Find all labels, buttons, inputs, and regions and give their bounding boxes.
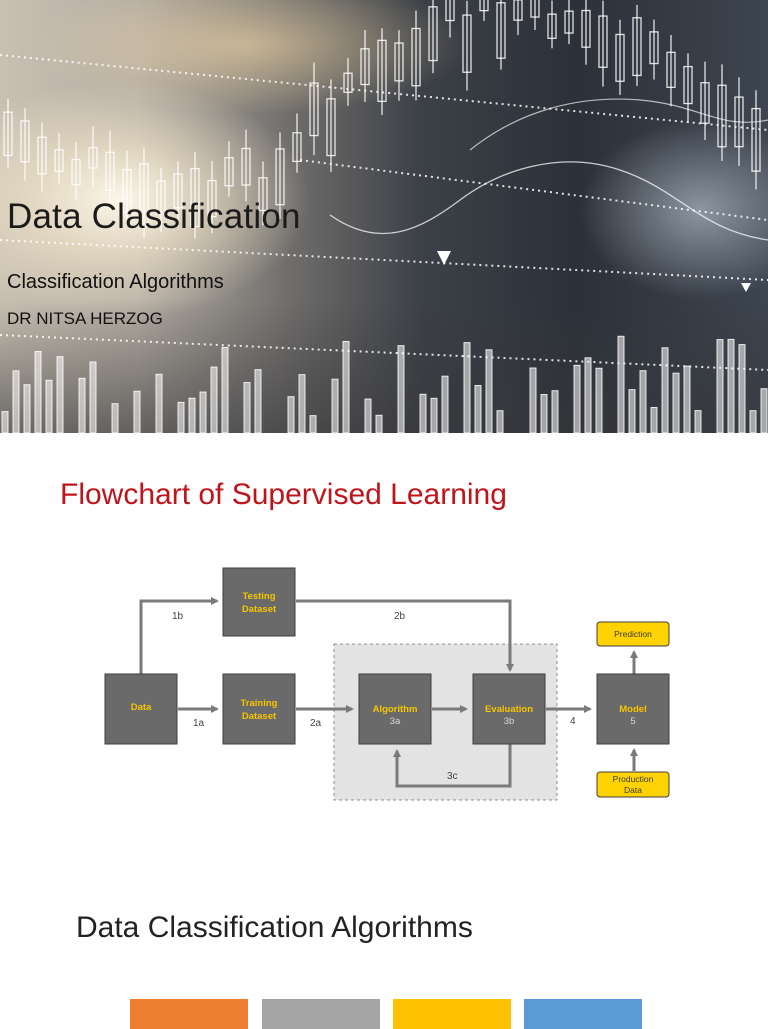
node-prediction-label: Prediction: [614, 629, 652, 639]
slide-title: Data Classification: [7, 197, 301, 236]
slide-subtitle: Classification Algorithms: [7, 271, 224, 293]
flowchart-slide: Flowchart of Supervised Learning 1b 2b 1…: [0, 441, 768, 873]
node-data-label: Data: [131, 702, 152, 713]
node-training-label-2: Dataset: [242, 711, 277, 722]
node-model-label: Model: [619, 704, 646, 715]
marker-triangle-1: [437, 251, 451, 265]
edge-label-3c: 3c: [447, 771, 458, 782]
edge-label-1a: 1a: [193, 718, 205, 729]
node-prediction: [596, 621, 670, 647]
stock-chart-background: [0, 0, 768, 433]
edge-label-4: 4: [570, 716, 576, 727]
node-evaluation-label: Evaluation: [485, 704, 533, 715]
swatch-gray: [262, 999, 380, 1029]
swatch-yellow: [393, 999, 511, 1029]
supervised-learning-flowchart: 1b 2b 1a 2a 3c 4 Data Testing Dataset Tr…: [104, 567, 670, 801]
algorithms-title: Data Classification Algorithms: [76, 911, 473, 944]
algorithms-slide: Data Classification Algorithms: [0, 881, 768, 1029]
node-production-data: [596, 771, 670, 798]
node-model: [596, 673, 670, 745]
swatch-blue: [524, 999, 642, 1029]
node-testing-label-2: Dataset: [242, 604, 277, 615]
node-testing-label-1: Testing: [242, 591, 275, 602]
edge-label-2a: 2a: [310, 718, 322, 729]
arrow-2b: [296, 599, 514, 672]
node-algorithm-label: Algorithm: [373, 704, 418, 715]
title-slide: Data Classification Classification Algor…: [0, 0, 768, 433]
node-production-label-1: Production: [613, 774, 654, 784]
author-name: DR NITSA HERZOG: [7, 309, 163, 328]
marker-triangle-2: [741, 283, 751, 292]
node-training-dataset: [222, 673, 296, 745]
node-algorithm-num: 3a: [390, 716, 401, 727]
arrow-1b: [139, 597, 219, 674]
node-algorithm: [358, 673, 432, 745]
node-testing-dataset: [222, 567, 296, 637]
node-data: [104, 673, 178, 745]
edge-label-1b: 1b: [172, 611, 184, 622]
node-training-label-1: Training: [241, 698, 278, 709]
arrow-3c: [393, 744, 512, 788]
node-production-label-2: Data: [624, 785, 642, 795]
node-evaluation: [472, 673, 546, 745]
node-evaluation-num: 3b: [504, 716, 515, 727]
node-model-num: 5: [630, 716, 635, 727]
edge-label-2b: 2b: [394, 611, 406, 622]
swatch-orange: [130, 999, 248, 1029]
flowchart-title: Flowchart of Supervised Learning: [60, 478, 507, 511]
